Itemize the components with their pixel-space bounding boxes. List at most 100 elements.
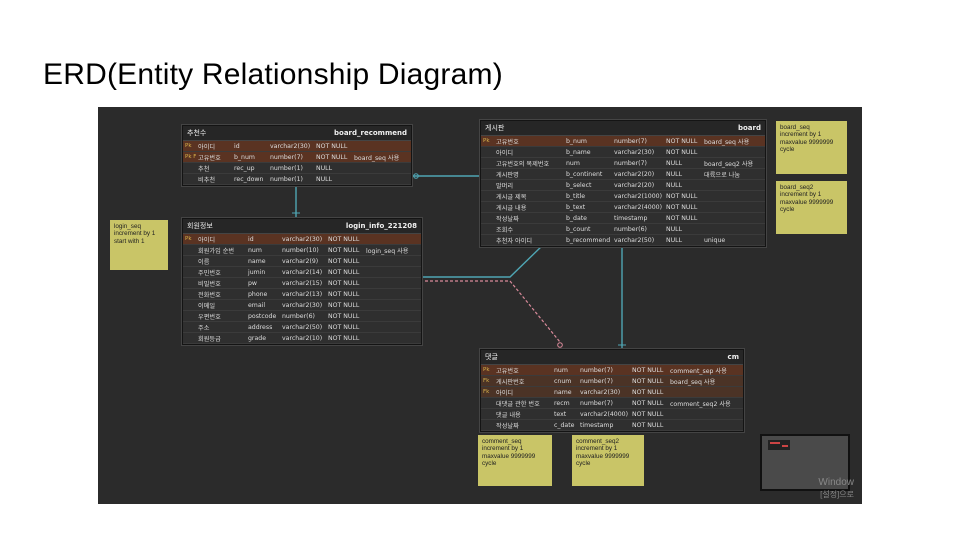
column-type: varchar2(20) (614, 181, 655, 189)
column-name: num (554, 366, 568, 374)
column-nullable: NOT NULL (632, 366, 664, 374)
column-name: name (554, 388, 572, 396)
column-korean-name: 작성날짜 (496, 215, 519, 223)
column-name: text (554, 410, 567, 418)
column-nullable: NOT NULL (328, 312, 360, 320)
column-nullable: NULL (666, 236, 683, 244)
column-nullable: NOT NULL (666, 192, 698, 200)
column-type: number(10) (282, 246, 319, 254)
note-board-seq2[interactable]: board_seq2 increment by 1 maxvalue 99999… (776, 181, 847, 234)
column-nullable: NOT NULL (632, 399, 664, 407)
column-nullable: NULL (316, 164, 333, 172)
column-name: num (566, 159, 580, 167)
key-badge: Fk (483, 378, 490, 384)
column-type: number(1) (270, 164, 303, 172)
column-comment: login_seq 사용 (366, 247, 409, 255)
minimap[interactable] (760, 434, 850, 491)
note-login-seq[interactable]: login_seq increment by 1 start with 1 (110, 220, 168, 270)
column-name: b_continent (566, 170, 603, 178)
column-name: postcode (248, 312, 277, 320)
column-type: number(7) (580, 399, 613, 407)
column-name: jumin (248, 268, 266, 276)
column-name: b_text (566, 203, 586, 211)
column-nullable: NOT NULL (316, 153, 348, 161)
key-badge: Pk (185, 143, 192, 149)
column-type: varchar2(30) (614, 148, 655, 156)
column-korean-name: 고유번호의 복제번호 (496, 160, 550, 168)
column-korean-name: 아이디 (198, 236, 216, 244)
column-type: varchar2(9) (282, 257, 319, 265)
column-type: varchar2(30) (580, 388, 621, 396)
column-name: email (248, 301, 266, 309)
column-nullable: NOT NULL (328, 235, 360, 243)
key-badge: Pk Fk (185, 154, 196, 160)
column-korean-name: 비추천 (198, 176, 216, 184)
link-end-marker (557, 342, 563, 348)
column-nullable: NOT NULL (328, 279, 360, 287)
column-korean-name: 고유번호 (198, 154, 221, 162)
table-label: 댓글 (485, 353, 498, 361)
column-nullable: NOT NULL (666, 214, 698, 222)
column-name: pw (248, 279, 257, 287)
column-nullable: NOT NULL (328, 246, 360, 254)
column-korean-name: 아이디 (496, 389, 514, 397)
column-type: varchar2(1000) (614, 192, 663, 200)
column-comment: board_seq2 사용 (704, 160, 754, 168)
windows-watermark-sub: [설정]으로 (820, 490, 854, 499)
table-label: 추천수 (187, 129, 207, 137)
column-type: varchar2(50) (282, 323, 323, 331)
column-korean-name: 우편번호 (198, 313, 221, 321)
column-name: id (248, 235, 254, 243)
column-korean-name: 회원등급 (198, 335, 221, 343)
column-korean-name: 조회수 (496, 226, 514, 234)
column-nullable: NOT NULL (632, 410, 664, 418)
column-name: b_count (566, 225, 591, 233)
note-comment-seq[interactable]: comment_seq increment by 1 maxvalue 9999… (478, 435, 552, 486)
note-board-seq[interactable]: board_seq increment by 1 maxvalue 999999… (776, 121, 847, 174)
column-nullable: NOT NULL (632, 388, 664, 396)
column-nullable: NOT NULL (666, 137, 698, 145)
note-comment-seq2[interactable]: comment_seq2 increment by 1 maxvalue 999… (572, 435, 644, 486)
column-type: varchar2(13) (282, 290, 323, 298)
table-name: board_recommend (334, 129, 407, 137)
table-header: 추천수 board_recommend (183, 126, 411, 141)
column-nullable: NOT NULL (328, 334, 360, 342)
column-nullable: NOT NULL (328, 290, 360, 298)
